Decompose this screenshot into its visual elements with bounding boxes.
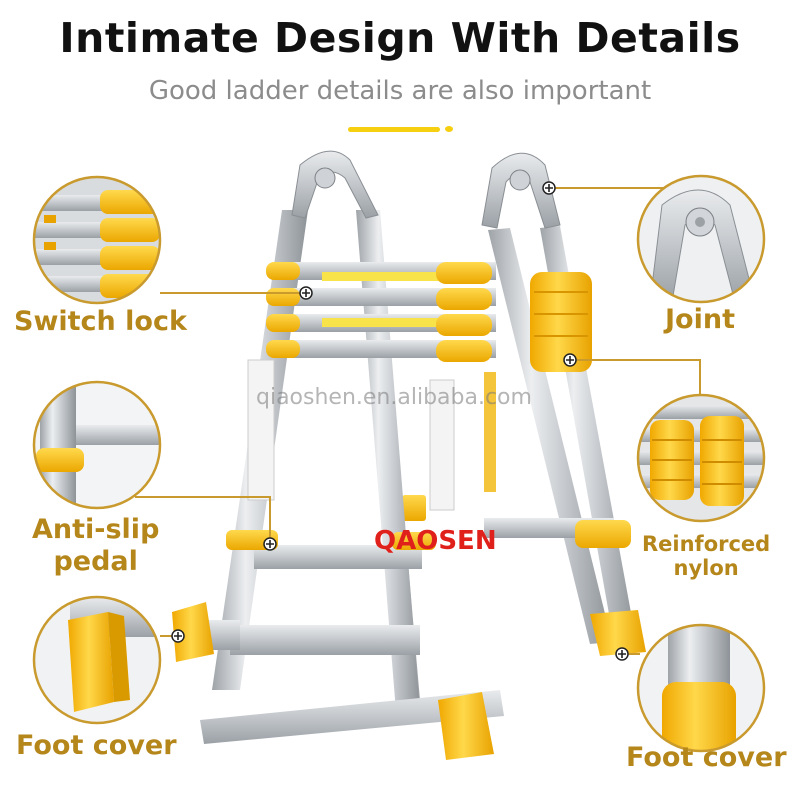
plus-circle-icon xyxy=(299,286,313,300)
plus-circle-icon xyxy=(615,647,629,661)
anti-slip-pedal-detail xyxy=(32,380,162,510)
plus-circle-icon xyxy=(171,629,185,643)
accent-dot xyxy=(445,126,453,132)
watermark: qiaoshen.en.alibaba.com xyxy=(256,385,532,410)
label-foot-cover-right: Foot cover xyxy=(626,742,787,773)
foot-cover-right-detail xyxy=(636,623,766,753)
label-reinforced-nylon: Reinforced nylon xyxy=(642,532,770,580)
label-reinforced-line1: Reinforced xyxy=(642,532,771,556)
joint-detail xyxy=(636,174,766,304)
brand-name: QAOSEN xyxy=(374,526,497,556)
label-joint: Joint xyxy=(665,304,735,335)
plus-circle-icon xyxy=(542,181,556,195)
label-anti-slip-line1: Anti-slip xyxy=(32,514,160,545)
label-anti-slip-pedal: Anti-slip pedal xyxy=(32,514,159,578)
ladder-frame xyxy=(172,150,646,760)
accent-bar xyxy=(348,127,440,132)
switch-lock-detail xyxy=(32,175,162,305)
plus-circle-icon xyxy=(563,353,577,367)
foot-cover-left-detail xyxy=(32,595,162,725)
reinforced-nylon-detail xyxy=(636,393,766,523)
label-reinforced-line2: nylon xyxy=(673,556,739,580)
plus-circle-icon xyxy=(263,537,277,551)
page-subtitle: Good ladder details are also important xyxy=(148,76,652,106)
page-title: Intimate Design With Details xyxy=(59,14,741,62)
label-switch-lock: Switch lock xyxy=(14,306,187,337)
label-foot-cover-left: Foot cover xyxy=(16,730,177,761)
label-anti-slip-line2: pedal xyxy=(53,546,138,577)
